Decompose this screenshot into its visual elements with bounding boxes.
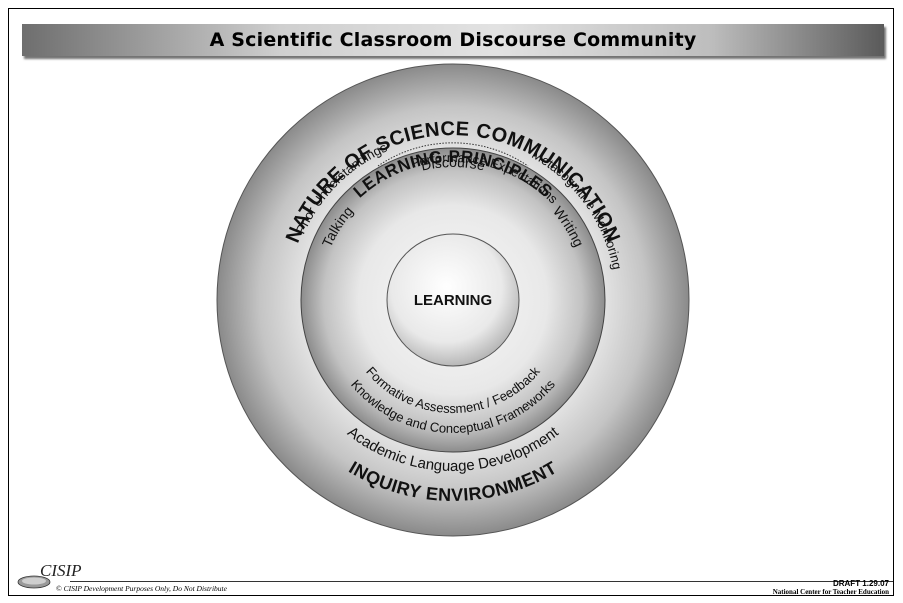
center-circle <box>386 233 520 367</box>
center-label: LEARNING <box>414 292 492 309</box>
page-title: A Scientific Classroom Discourse Communi… <box>209 29 697 51</box>
draft-label: DRAFT 1.29.07 <box>832 579 889 588</box>
footer-credits: DRAFT 1.29.07 National Center for Teache… <box>772 579 889 597</box>
title-bar: A Scientific Classroom Discourse Communi… <box>22 24 884 56</box>
copyright-note: © CISIP Development Purposes Only, Do No… <box>56 584 227 593</box>
logo-text: CISIP <box>40 561 82 580</box>
modes-connector <box>377 142 529 167</box>
cisip-logo: CISIP <box>17 561 82 589</box>
mode-discourse: Discourse <box>420 154 487 174</box>
organization-label: National Center for Teacher Education <box>772 588 889 596</box>
footer-rule <box>70 581 893 582</box>
